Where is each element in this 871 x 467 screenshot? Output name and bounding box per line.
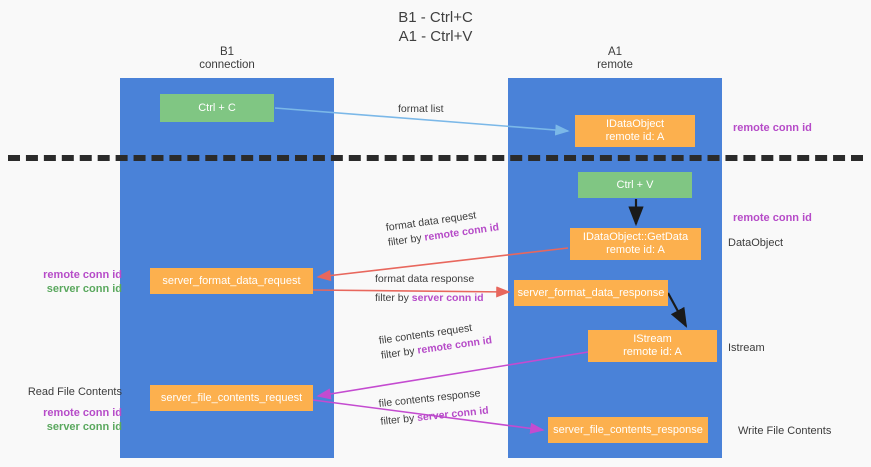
box-istream-line1: IStream [633, 333, 672, 345]
caption-file-contents-request: file contents request filter by remote c… [378, 318, 493, 363]
lane-header-b1-title: B1 [219, 46, 235, 58]
box-server-format-data-response[interactable]: server_format_data_response [514, 280, 668, 306]
filter-prefix: filter by [380, 344, 419, 362]
label-istream: Istream [728, 342, 765, 354]
caption-format-data-request: format data request filter by remote con… [385, 205, 500, 250]
lane-header-a1-subtitle: remote [597, 59, 633, 71]
caption-format-list: format list [398, 102, 444, 117]
lane-header-a1: A1 remote [508, 46, 722, 72]
caption-format-data-response-filter: filter by server conn id [375, 291, 484, 306]
box-idataobject-line2: remote id: A [605, 131, 665, 143]
lane-header-a1-title: A1 [607, 46, 623, 58]
filter-prefix: filter by [387, 231, 426, 249]
box-server-file-contents-response[interactable]: server_file_contents_response [548, 417, 708, 443]
label-left-server-conn-id-2: server conn id [46, 421, 122, 433]
filter-key: server conn id [411, 292, 484, 304]
box-idataobject-getdata[interactable]: IDataObject::GetData remote id: A [570, 228, 701, 260]
box-istream[interactable]: IStream remote id: A [588, 330, 717, 362]
box-getdata-line2: remote id: A [606, 244, 665, 256]
box-ctrl-v[interactable]: Ctrl + V [578, 172, 692, 198]
lane-header-b1: B1 connection [120, 46, 334, 72]
lane-header-b1-subtitle: connection [199, 59, 255, 71]
label-dataobject: DataObject [728, 237, 784, 249]
caption-file-contents-response: file contents response filter by server … [378, 386, 489, 430]
box-ctrl-v-label: Ctrl + V [616, 178, 654, 191]
label-remote-conn-id-top: remote conn id [733, 122, 812, 134]
box-server-format-data-request-label: server_format_data_request [162, 274, 301, 287]
caption-format-data-response-text: format data response [375, 273, 475, 285]
label-left-server-conn-id-1: server conn id [46, 283, 122, 295]
title-line-1: B1 - Ctrl+C [398, 9, 473, 26]
label-remote-conn-id-mid: remote conn id [733, 212, 812, 224]
label-group-left-top: remote conn id server conn id [22, 268, 122, 296]
box-idataobject-line1: IDataObject [605, 118, 665, 130]
caption-format-list-text: format list [398, 103, 444, 115]
box-idataobject[interactable]: IDataObject remote id: A [575, 115, 695, 147]
label-left-remote-conn-id-1: remote conn id [43, 269, 122, 281]
phase-divider [8, 155, 863, 161]
box-server-format-data-request[interactable]: server_format_data_request [150, 268, 313, 294]
filter-prefix: filter by [379, 412, 418, 428]
page-title: B1 - Ctrl+C A1 - Ctrl+V [0, 8, 871, 46]
label-write-file-contents: Write File Contents [738, 425, 832, 437]
filter-prefix: filter by [375, 292, 412, 304]
box-ctrl-c[interactable]: Ctrl + C [160, 94, 274, 122]
box-server-format-data-response-label: server_format_data_response [517, 286, 665, 299]
label-left-remote-conn-id-2: remote conn id [43, 407, 122, 419]
box-server-file-contents-response-label: server_file_contents_response [553, 423, 703, 436]
label-read-file-contents: Read File Contents [27, 386, 122, 398]
filter-key: server conn id [416, 404, 490, 424]
title-line-2: A1 - Ctrl+V [398, 28, 473, 45]
box-ctrl-c-label: Ctrl + C [198, 101, 236, 114]
box-server-file-contents-request[interactable]: server_file_contents_request [150, 385, 313, 411]
caption-format-data-response: format data response filter by server co… [375, 272, 484, 306]
box-server-file-contents-request-label: server_file_contents_request [160, 391, 303, 404]
box-istream-line2: remote id: A [623, 346, 682, 358]
box-getdata-line1: IDataObject::GetData [582, 231, 689, 243]
label-group-left-bottom: Read File Contents remote conn id server… [22, 385, 122, 434]
